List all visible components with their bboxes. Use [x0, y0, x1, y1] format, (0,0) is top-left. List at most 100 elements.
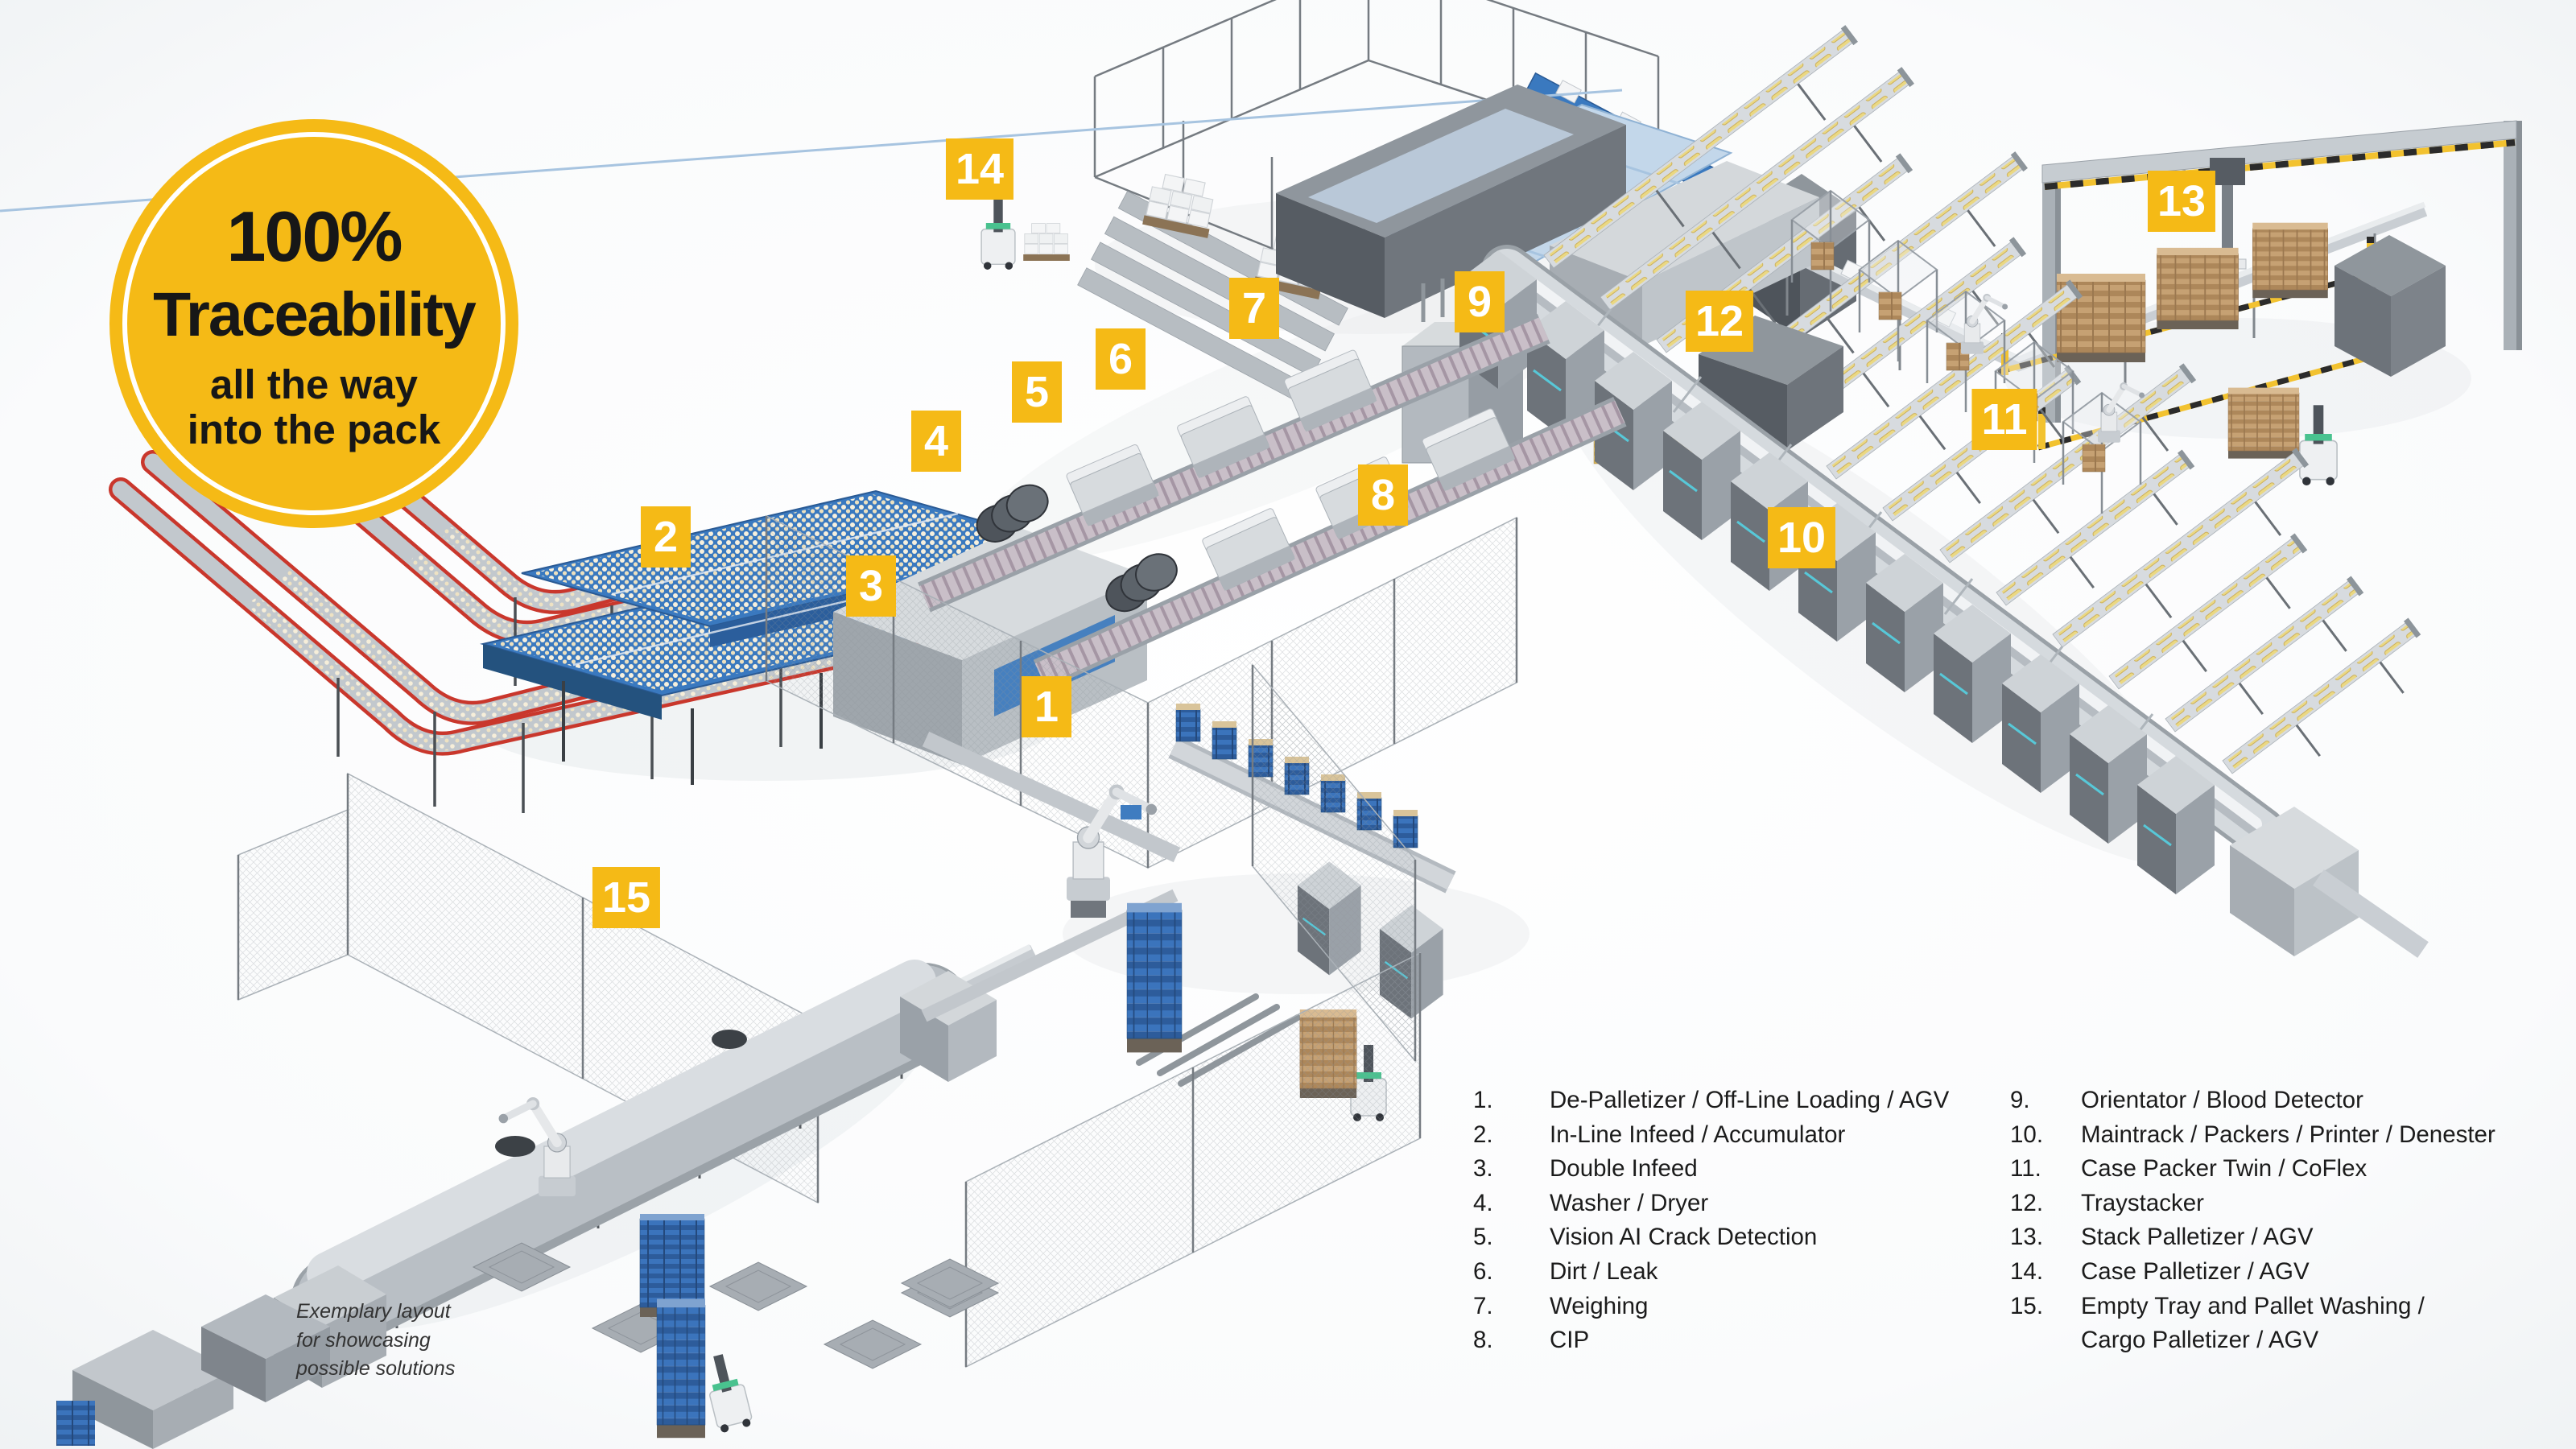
legend-number: 1. [1473, 1087, 1493, 1113]
legend-item-13: 13. Stack Palletizer / AGV [2010, 1220, 2496, 1255]
marker-number: 14 [955, 145, 1005, 193]
legend-label: Traystacker [2081, 1189, 2204, 1216]
washing-cargo-cell [56, 663, 1422, 1449]
marker-number: 7 [1241, 284, 1267, 332]
marker-number: 1 [1034, 683, 1059, 731]
legend-label: In-Line Infeed / Accumulator [1550, 1121, 1846, 1148]
marker-1: 1 [1022, 676, 1071, 737]
tray-stack [2156, 247, 2240, 330]
footnote-line2: for showcasing [296, 1328, 431, 1352]
marker-number: 11 [1981, 395, 2028, 444]
marker-number: 3 [858, 562, 884, 610]
processing-line-lower [1033, 397, 1627, 690]
marker-3: 3 [846, 555, 896, 617]
marker-6: 6 [1096, 328, 1146, 390]
marker-number: 13 [2157, 177, 2207, 225]
marker-10: 10 [1767, 507, 1836, 568]
legend-number: 13. [2010, 1224, 2044, 1251]
legend-item-14: 14. Case Palletizer / AGV [2010, 1255, 2496, 1290]
legend-label: De-Palletizer / Off-Line Loading / AGV [1550, 1087, 1950, 1113]
stack-magazine [2334, 235, 2446, 377]
legend-label: Weighing [1550, 1292, 1649, 1319]
legend-label: Empty Tray and Pallet Washing / Cargo Pal… [2081, 1290, 2425, 1358]
footnote: Exemplary layout for showcasing possible… [296, 1298, 455, 1384]
marker-14: 14 [945, 138, 1014, 200]
marker-2: 2 [641, 506, 691, 568]
marker-8: 8 [1358, 464, 1408, 526]
legend-label: Dirt / Leak [1550, 1257, 1658, 1285]
marker-number: 4 [923, 417, 949, 465]
legend-item-15: 15. Empty Tray and Pallet Washing / Cargo … [2010, 1290, 2496, 1358]
track-end-station [2230, 807, 2429, 958]
legend-label-line2: Cargo Palletizer / AGV [2081, 1327, 2319, 1354]
legend-number: 6. [1473, 1257, 1493, 1285]
weigher [1276, 85, 1626, 318]
legend-item-8: 8. CIP [1473, 1323, 1949, 1358]
marker-number: 12 [1695, 297, 1744, 345]
legend-label: Double Infeed [1550, 1155, 1698, 1183]
blue-tray-tower [1126, 902, 1183, 1054]
processing-line-upper [918, 313, 1550, 613]
legend-label: Orientator / Blood Detector [2081, 1087, 2363, 1113]
marker-4: 4 [911, 411, 961, 472]
legend-label: CIP [1550, 1327, 1590, 1354]
marker-13: 13 [2147, 171, 2216, 232]
legend-item-1: 1. De-Palletizer / Off-Line Loading / AGV [1473, 1084, 1949, 1118]
marker-number: 8 [1370, 471, 1396, 519]
tray-stack [2252, 222, 2329, 299]
legend-item-11: 11. Case Packer Twin / CoFlex [2010, 1152, 2496, 1187]
legend-number: 3. [1473, 1155, 1493, 1183]
cargo-palletizer-machine [56, 1294, 330, 1449]
legend-number: 2. [1473, 1121, 1493, 1148]
legend-number: 12. [2010, 1189, 2044, 1216]
legend-label: Vision AI Crack Detection [1550, 1224, 1818, 1251]
footnote-line1: Exemplary layout [296, 1300, 451, 1323]
legend-label: Stack Palletizer / AGV [2081, 1224, 2314, 1251]
agv-cargo-stack [2227, 387, 2300, 459]
legend-label-line1: Empty Tray and Pallet Washing / [2081, 1292, 2425, 1319]
legend-number: 15. [2010, 1292, 2044, 1319]
legend-number: 9. [2010, 1087, 2030, 1113]
marker-number: 9 [1467, 278, 1492, 326]
legend-label: Case Packer Twin / CoFlex [2081, 1155, 2368, 1183]
marker-number: 10 [1777, 514, 1827, 562]
legend-item-7: 7. Weighing [1473, 1290, 1949, 1324]
footnote-line3: possible solutions [296, 1357, 456, 1380]
marker-number: 15 [601, 873, 651, 922]
traceability-badge: 100% Traceability all the way into the p… [109, 119, 518, 528]
legend-label: Washer / Dryer [1550, 1189, 1709, 1216]
legend-item-4: 4. Washer / Dryer [1473, 1187, 1949, 1221]
legend-label: Maintrack / Packers / Printer / Denester [2081, 1121, 2496, 1148]
weighing-orientator-cluster [0, 85, 1819, 464]
marker-15: 15 [592, 867, 661, 928]
legend-number: 11. [2010, 1155, 2041, 1183]
marker-number: 5 [1024, 368, 1050, 416]
legend-item-5: 5. Vision AI Crack Detection [1473, 1220, 1949, 1255]
marker-number: 2 [653, 513, 679, 561]
legend-number: 7. [1473, 1292, 1493, 1319]
legend-item-12: 12. Traystacker [2010, 1187, 2496, 1221]
legend-number: 5. [1473, 1224, 1493, 1251]
legend-item-2: 2. In-Line Infeed / Accumulator [1473, 1118, 1949, 1153]
legend-item-9: 9. Orientator / Blood Detector [2010, 1084, 2496, 1118]
badge-ring [122, 132, 506, 515]
agv-cargo-trays [656, 1298, 706, 1439]
legend-item-6: 6. Dirt / Leak [1473, 1255, 1949, 1290]
legend-number: 4. [1473, 1189, 1493, 1216]
marker-5: 5 [1012, 361, 1062, 423]
legend-item-3: 3. Double Infeed [1473, 1152, 1949, 1187]
legend-number: 10. [2010, 1121, 2044, 1148]
marker-12: 12 [1685, 291, 1754, 352]
legend-column-left: 1. De-Palletizer / Off-Line Loading / AGV… [1473, 1084, 1949, 1358]
legend-item-10: 10. Maintrack / Packers / Printer / Denes… [2010, 1118, 2496, 1153]
gantry [2041, 120, 2522, 423]
marker-7: 7 [1229, 278, 1279, 339]
marker-number: 6 [1108, 335, 1133, 383]
legend-number: 14. [2010, 1257, 2044, 1285]
legend-column-right: 9. Orientator / Blood Detector 10. Maintra… [2010, 1084, 2496, 1358]
legend-number: 8. [1473, 1327, 1493, 1354]
marker-9: 9 [1455, 271, 1505, 332]
legend-label: Case Palletizer / AGV [2081, 1257, 2310, 1285]
